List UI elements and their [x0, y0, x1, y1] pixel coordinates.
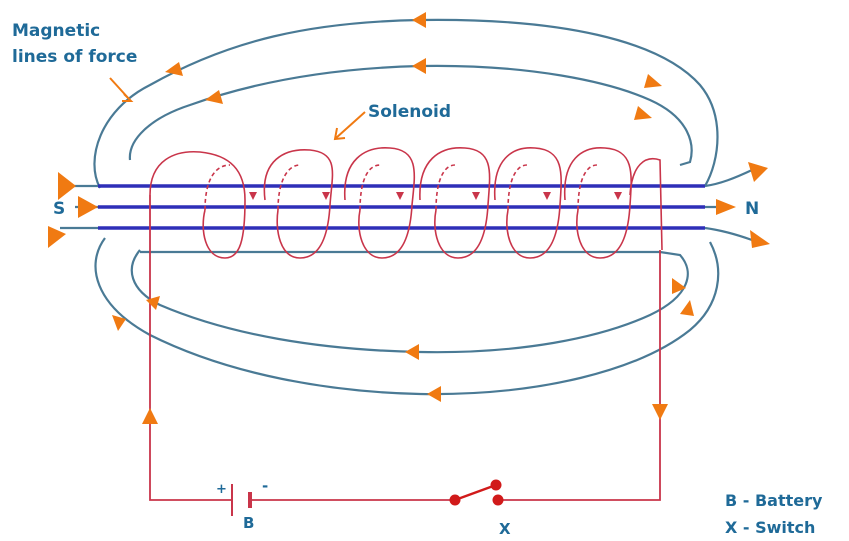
solenoid-label: Solenoid — [368, 102, 451, 122]
switch-symbol — [449, 479, 504, 506]
coil-turn-5 — [493, 147, 562, 259]
arrow-top-inner-right — [634, 106, 652, 120]
field-line-bottom-outer — [94, 237, 720, 396]
arrow-n-middle — [716, 199, 736, 215]
solenoid-coil — [149, 147, 663, 259]
arrow-n-top — [748, 162, 768, 182]
arrow-circuit-right — [652, 404, 668, 420]
arrow-top-inner — [412, 58, 426, 74]
battery-plus-label: + — [216, 482, 227, 497]
arrow-top-outer-right — [644, 74, 662, 88]
coil-turn-4 — [419, 147, 491, 259]
arrow-bottom-outer-right — [680, 300, 694, 316]
battery-minus-label: - — [262, 477, 268, 495]
arrow-bottom-inner-right — [672, 278, 686, 294]
coil-turn-2 — [263, 149, 334, 259]
arrow-bottom-outer — [427, 386, 441, 402]
north-pole-label: N — [745, 199, 759, 219]
coil-turn-7 — [629, 158, 663, 251]
battery-symbol-label: B — [243, 514, 254, 532]
arrow-n-bottom — [750, 230, 770, 248]
circuit-wire — [149, 195, 661, 501]
arrow-s-middle — [78, 196, 98, 218]
arrow-top-outer-left — [165, 62, 183, 76]
magnetic-lines-label-line1: Magnetic — [12, 21, 100, 41]
arrow-bottom-inner-left — [146, 296, 160, 310]
arrow-s-top — [58, 172, 76, 200]
coil-turn-3 — [344, 147, 416, 259]
direction-arrows — [48, 12, 770, 424]
arrow-top-inner-left — [205, 90, 223, 104]
legend-switch: X - Switch — [725, 518, 815, 537]
arrow-s-bottom — [48, 226, 66, 248]
switch-symbol-label: X — [499, 520, 511, 538]
legend-battery: B - Battery — [725, 491, 823, 510]
arrow-top-outer — [412, 12, 426, 28]
arrow-bottom-outer-left — [112, 315, 126, 331]
coil-turn-1 — [149, 150, 246, 259]
core-lines — [98, 184, 705, 230]
field-line-bottom-inner — [130, 249, 689, 354]
magnetic-lines-label-line2: lines of force — [12, 47, 137, 67]
south-pole-label: S — [53, 199, 65, 219]
arrow-circuit-left — [142, 408, 158, 424]
field-lines-bottom — [94, 237, 720, 396]
arrow-bottom-inner — [405, 344, 419, 360]
battery-symbol — [231, 484, 252, 516]
coil-turn-6 — [563, 147, 632, 259]
pointer-solenoid — [335, 111, 366, 139]
